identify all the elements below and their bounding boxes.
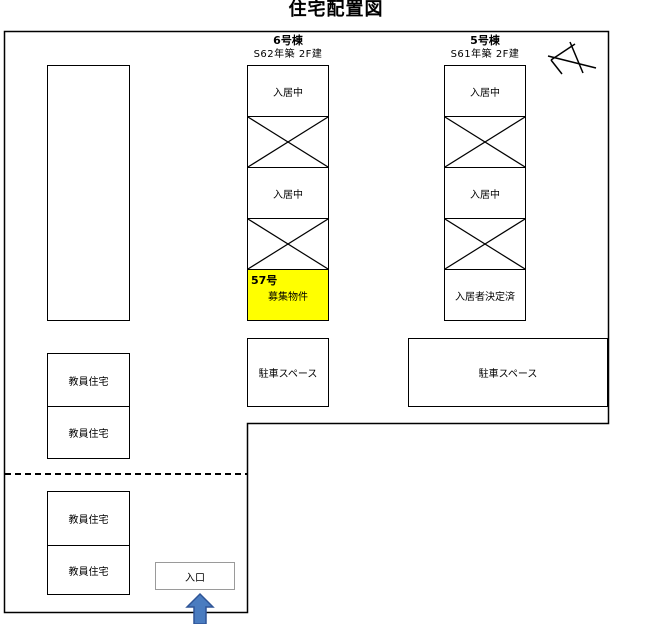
page-title: 住宅配置図 xyxy=(288,0,384,20)
site-boundary xyxy=(3,30,610,614)
building-6-info: S62年築 2F建 xyxy=(253,49,323,60)
building-5-parking: 駐車スペース xyxy=(408,338,608,407)
building-6-unit-3: 入居中 xyxy=(247,167,329,219)
building-5-info: S61年築 2F建 xyxy=(450,49,520,60)
building-5-name: 5号棟 xyxy=(470,34,500,47)
faculty-housing-1: 教員住宅 xyxy=(47,353,130,407)
building-6-unit-57-highlight: 57号 募集物件 xyxy=(247,269,329,321)
entrance-arrow-icon xyxy=(185,592,215,624)
building-5-unit-2-vacant xyxy=(444,116,526,168)
building-6-unit-1: 入居中 xyxy=(247,65,329,117)
building-5-unit-4-vacant xyxy=(444,218,526,270)
building-5-unit-1: 入居中 xyxy=(444,65,526,117)
entrance-label: 入口 xyxy=(155,562,235,590)
building-6-parking: 駐車スペース xyxy=(247,338,329,407)
building-6-name: 6号棟 xyxy=(273,34,303,47)
faculty-housing-3: 教員住宅 xyxy=(47,491,130,546)
building-5-unit-5: 入居者決定済 xyxy=(444,269,526,321)
left-building-block xyxy=(47,65,130,321)
north-arrow-icon xyxy=(547,41,597,75)
building-6-unit-4-vacant xyxy=(247,218,329,270)
building-5-unit-3: 入居中 xyxy=(444,167,526,219)
unit-number-label: 57号 xyxy=(251,274,278,287)
recruiting-label: 募集物件 xyxy=(268,291,308,303)
faculty-housing-2: 教員住宅 xyxy=(47,406,130,459)
faculty-housing-4: 教員住宅 xyxy=(47,545,130,595)
building-6-unit-2-vacant xyxy=(247,116,329,168)
